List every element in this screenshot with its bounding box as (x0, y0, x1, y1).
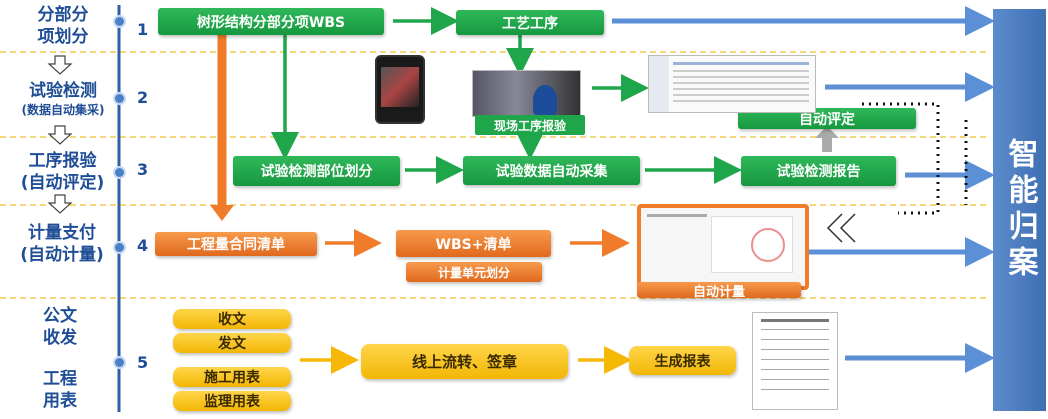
auto-eval-box[interactable]: 自动评定 (738, 108, 916, 129)
stage-label-5: 公文 收发 (20, 305, 100, 349)
process-box[interactable]: 工艺工序 (456, 10, 604, 35)
stage-4-line1: 计量支付 (28, 223, 96, 243)
receive-box[interactable]: 收文 (173, 309, 291, 329)
stage-num-4: 4 (137, 236, 149, 255)
stage-label-1: 分部分 项划分 (18, 4, 108, 48)
stage-6-line1: 工程 (43, 369, 77, 389)
stage-3-line1: 工序报验 (28, 151, 97, 171)
system-screenshot (648, 55, 816, 113)
timeline-dot-4 (113, 241, 126, 254)
site-photo (472, 70, 581, 117)
site-inspection-caption: 现场工序报验 (475, 115, 585, 135)
test-division-box[interactable]: 试验检测部位划分 (233, 156, 400, 186)
test-report-box[interactable]: 试验检测报告 (741, 156, 896, 186)
stage-down-arrows (47, 55, 73, 214)
stage-num-3: 3 (137, 160, 149, 179)
send-box[interactable]: 发文 (173, 333, 291, 353)
timeline-dot-1 (113, 15, 126, 28)
report-document (752, 312, 838, 410)
stage-2-sub: (数据自动集采) (21, 103, 105, 117)
stage-3-line2: (自动评定) (20, 173, 105, 193)
supervision-form-box[interactable]: 监理用表 (173, 391, 291, 411)
stage-6-line2: 用表 (43, 391, 77, 411)
arrow-report-to-eval (815, 126, 839, 152)
meter-unit-box[interactable]: 计量单元划分 (406, 262, 542, 282)
timeline-dot-3 (113, 166, 126, 179)
phone-photo (375, 55, 425, 124)
construction-form-box[interactable]: 施工用表 (173, 367, 291, 387)
wbs-list-box[interactable]: WBS+清单 (396, 230, 551, 257)
auto-meter-panel (637, 204, 809, 290)
stage-1-line1: 分部分 (37, 5, 89, 25)
stage-num-5: 5 (137, 353, 149, 372)
auto-collect-box[interactable]: 试验数据自动采集 (463, 156, 640, 185)
stage-5-line2: 收发 (43, 328, 77, 348)
double-chevron-icon (826, 213, 856, 243)
timeline-dot-2 (113, 92, 126, 105)
dotted-connectors (862, 102, 968, 215)
contract-list-box[interactable]: 工程量合同清单 (155, 232, 317, 256)
smart-archive-box[interactable]: 智能归案 (993, 9, 1046, 411)
stage-num-2: 2 (137, 88, 149, 107)
online-flow-box[interactable]: 线上流转、签章 (361, 344, 568, 379)
stage-4-line2: (自动计量) (20, 245, 104, 265)
generate-report-box[interactable]: 生成报表 (629, 346, 736, 375)
auto-meter-box[interactable]: 自动计量 (637, 282, 801, 300)
stage-5-line1: 公文 (43, 306, 77, 326)
stage-2-line1: 试验检测 (29, 81, 97, 101)
arrow-head-contract (210, 205, 234, 221)
wbs-box[interactable]: 树形结构分部分项WBS (158, 8, 384, 35)
stage-label-6: 工程 用表 (20, 368, 100, 412)
stage-num-1: 1 (137, 20, 149, 39)
stage-label-2: 试验检测 (数据自动集采) (8, 80, 118, 118)
timeline-dot-5 (113, 356, 126, 369)
stage-1-line2: 项划分 (37, 27, 89, 47)
stage-label-4: 计量支付 (自动计量) (8, 222, 116, 266)
stage-label-3: 工序报验 (自动评定) (10, 150, 115, 194)
